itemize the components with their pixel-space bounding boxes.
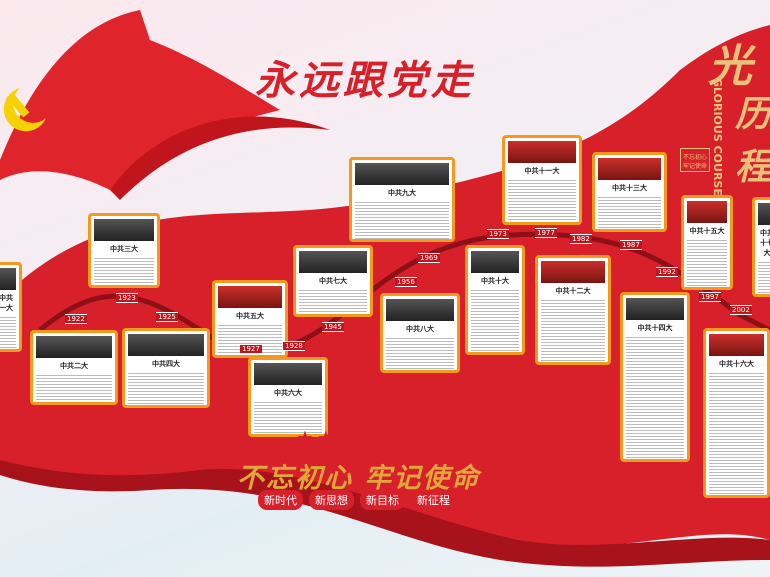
year-label: 1928 bbox=[283, 341, 305, 351]
year-label: 1969 bbox=[418, 253, 440, 263]
card-photo bbox=[254, 363, 322, 385]
card-title: 中共六大 bbox=[274, 388, 302, 397]
card-photo bbox=[386, 299, 454, 321]
card-photo bbox=[355, 163, 449, 185]
timeline-card: 中共三大 bbox=[88, 213, 160, 288]
timeline-card: 中共十三大 bbox=[592, 152, 667, 232]
card-photo bbox=[36, 336, 112, 358]
year-label: 1997 bbox=[699, 292, 721, 302]
card-photo bbox=[0, 268, 16, 290]
card-title: 中共五大 bbox=[236, 311, 264, 320]
card-text bbox=[299, 288, 367, 314]
card-title: 中共四大 bbox=[152, 359, 180, 368]
card-text bbox=[709, 371, 764, 495]
card-text bbox=[508, 178, 576, 222]
year-label: 1922 bbox=[65, 314, 87, 324]
card-text bbox=[36, 373, 112, 402]
card-text bbox=[687, 238, 727, 287]
card-title: 中共十六大 bbox=[719, 359, 754, 368]
card-text bbox=[758, 260, 770, 294]
year-label: 1992 bbox=[656, 267, 678, 277]
timeline-card: 中共七大 bbox=[293, 245, 373, 317]
card-photo bbox=[94, 219, 154, 241]
tag: 新目标 bbox=[360, 490, 405, 510]
english-subtitle: GLORIOUS COURSE bbox=[711, 78, 724, 196]
timeline-card: 中共十四大 bbox=[620, 292, 690, 462]
side-title-char: 程 bbox=[735, 146, 770, 188]
main-title: 永远跟党走 bbox=[255, 57, 475, 104]
timeline-card: 中共十二大 bbox=[535, 255, 611, 365]
card-text bbox=[386, 336, 454, 370]
stars-decoration: ★★★★★ bbox=[296, 426, 401, 450]
card-photo bbox=[471, 251, 519, 273]
card-photo bbox=[598, 158, 661, 180]
timeline-card: 中共十五大 bbox=[681, 195, 733, 290]
year-label: 1927 bbox=[240, 344, 262, 354]
card-title: 中共七大 bbox=[319, 276, 347, 285]
card-text bbox=[0, 315, 16, 349]
timeline-card: 中共八大 bbox=[380, 293, 460, 373]
card-photo bbox=[299, 251, 367, 273]
card-text bbox=[128, 371, 204, 405]
card-photo bbox=[709, 334, 764, 356]
side-title-char: 历 bbox=[735, 93, 770, 135]
hammer-sickle-icon bbox=[3, 88, 46, 132]
card-text bbox=[598, 195, 661, 229]
card-title: 中共十四大 bbox=[637, 323, 673, 332]
year-label: 1973 bbox=[487, 229, 509, 239]
timeline-card: 中共六大 bbox=[248, 357, 328, 437]
year-label: 1925 bbox=[156, 312, 178, 322]
flag bbox=[0, 10, 280, 190]
card-text bbox=[471, 288, 519, 352]
tag-group: 新时代 新思想 新目标 新征程 bbox=[258, 490, 456, 510]
card-photo bbox=[541, 261, 605, 283]
timeline-card: 中共九大 bbox=[349, 157, 455, 242]
card-text bbox=[626, 335, 684, 459]
card-title: 中共十一大 bbox=[524, 166, 560, 175]
year-label: 2002 bbox=[730, 305, 752, 315]
side-title-char: 光 bbox=[708, 41, 752, 92]
year-label: 1987 bbox=[620, 240, 642, 250]
card-title: 中共三大 bbox=[110, 244, 138, 253]
tag: 新思想 bbox=[309, 490, 354, 510]
card-photo bbox=[128, 334, 204, 356]
card-title: 中共八大 bbox=[406, 324, 434, 333]
year-label: 1982 bbox=[570, 234, 592, 244]
timeline-card: 中共十六大 bbox=[703, 328, 770, 498]
card-photo bbox=[687, 201, 727, 223]
card-text bbox=[355, 200, 449, 239]
card-text bbox=[94, 256, 154, 285]
card-title: 中共十五大 bbox=[689, 226, 725, 235]
card-title: 中共十三大 bbox=[612, 183, 647, 192]
card-title: 中共二大 bbox=[60, 361, 88, 370]
slogan: 不忘初心 牢记使命 bbox=[237, 463, 481, 494]
card-photo bbox=[626, 298, 684, 320]
year-label: 1945 bbox=[322, 322, 344, 332]
card-title: 中共十二大 bbox=[555, 286, 591, 295]
timeline-card: 中共十七大 bbox=[752, 197, 770, 297]
timeline-card: 中共二大 bbox=[30, 330, 118, 405]
timeline-card: 中共十一大 bbox=[502, 135, 582, 225]
timeline-card: 中共四大 bbox=[122, 328, 210, 408]
card-title: 中共十大 bbox=[481, 276, 509, 285]
tag: 新征程 bbox=[411, 490, 456, 510]
card-photo bbox=[508, 141, 576, 163]
year-label: 1977 bbox=[535, 228, 557, 238]
card-title: 中共九大 bbox=[388, 188, 416, 197]
seal-stamp: 不忘初心 牢记使命 bbox=[680, 148, 710, 172]
tag: 新时代 bbox=[258, 490, 303, 510]
card-title: 中共十七大 bbox=[760, 228, 770, 257]
card-text bbox=[254, 400, 322, 434]
card-photo bbox=[218, 286, 282, 308]
card-text bbox=[541, 298, 605, 362]
card-photo bbox=[758, 203, 770, 225]
year-label: 1956 bbox=[395, 277, 417, 287]
timeline-card: 中共一大 bbox=[0, 262, 22, 352]
card-title: 中共一大 bbox=[0, 293, 13, 312]
timeline-card: 中共十大 bbox=[465, 245, 525, 355]
year-label: 1923 bbox=[116, 293, 138, 303]
